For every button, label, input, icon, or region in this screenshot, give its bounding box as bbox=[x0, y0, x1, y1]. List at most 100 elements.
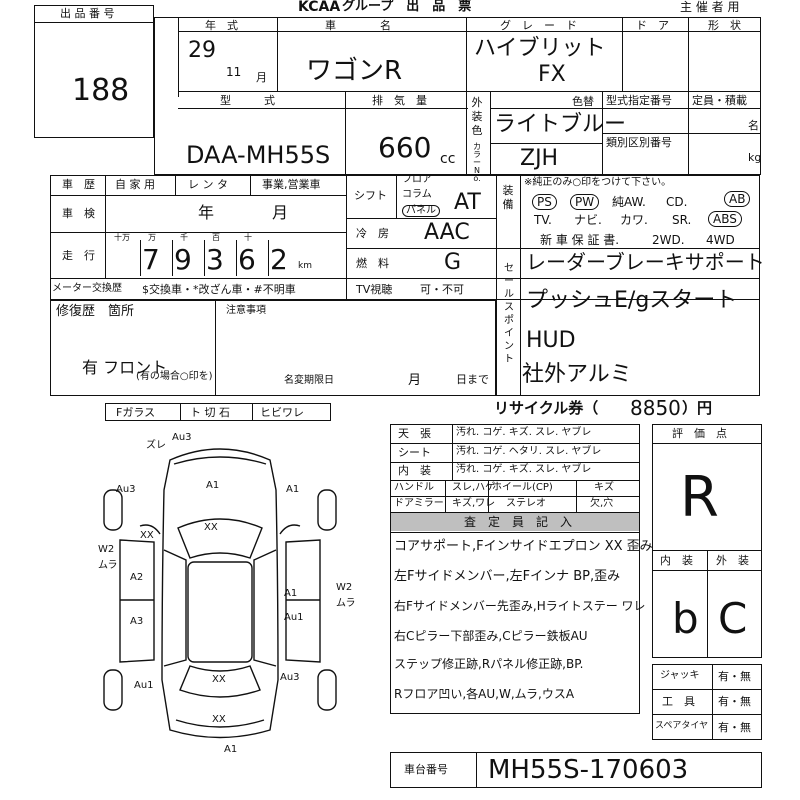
kcaa-logo: KCAA bbox=[298, 0, 341, 15]
inspector-line-2: 左Fサイドメンバー,左Fインナ BP,歪み bbox=[394, 569, 621, 584]
seat-label: シート bbox=[398, 446, 431, 459]
inspection-month: 月 bbox=[272, 203, 289, 222]
inspection-label: 車 検 bbox=[62, 207, 95, 220]
diagram-mark-a1-side: A1 bbox=[284, 588, 297, 599]
history-own[interactable]: 自 家 用 bbox=[115, 178, 155, 191]
sales-line-3: HUD bbox=[526, 328, 576, 353]
mileage-unit-10: 十 bbox=[244, 233, 252, 242]
equip-abs[interactable]: ABS bbox=[708, 211, 742, 227]
handle-options: スレ,ハゲ bbox=[452, 482, 496, 493]
mileage-unit-100: 百 bbox=[212, 233, 220, 242]
repair-handwritten: 有 フロント bbox=[82, 358, 168, 377]
sales-point-box bbox=[496, 248, 760, 396]
grade-value: ハイブリット bbox=[474, 36, 606, 61]
tv-label: TV視聴 bbox=[356, 283, 393, 296]
chassis-label: 車台番号 bbox=[404, 763, 448, 776]
year-value: 29 bbox=[188, 38, 216, 63]
diagram-mark-mura-right: ムラ bbox=[336, 597, 356, 609]
repair-label: 修復歴 箇所 bbox=[56, 304, 135, 319]
year-label: 年 式 bbox=[205, 19, 238, 32]
spare-tire-label: スペアタイヤ bbox=[655, 721, 709, 731]
history-business[interactable]: 事業,営業車 bbox=[262, 178, 321, 191]
tools-box bbox=[652, 664, 762, 740]
equipment-note: ※純正のみ○印をつけて下さい。 bbox=[524, 177, 672, 188]
inspector-line-6: Rフロア凹い,各AU,W,ムラ,ウスA bbox=[394, 687, 575, 701]
equip-pw[interactable]: PW bbox=[570, 194, 600, 210]
color-swap-label: 色替 bbox=[572, 95, 594, 108]
interior-box bbox=[390, 424, 640, 714]
diagram-mark-a1-right: A1 bbox=[286, 484, 299, 495]
inspection-year: 年 bbox=[198, 203, 215, 222]
sales-line-1: レーダーブレーキサポート bbox=[526, 250, 765, 274]
equip-4wd[interactable]: 4WD bbox=[706, 233, 735, 247]
lot-number: 188 bbox=[72, 73, 130, 108]
diagram-mark-au1-side: Au1 bbox=[284, 612, 304, 623]
displacement-value: 660 bbox=[378, 131, 432, 164]
mileage-digit-4: 6 bbox=[238, 243, 256, 276]
displacement-label: 排 気 量 bbox=[372, 94, 427, 107]
inspector-line-1: コアサポート,Fインサイドエプロン XX 歪み bbox=[394, 539, 653, 554]
score-label: 評 価 点 bbox=[672, 427, 727, 440]
deadline-day: 日まで bbox=[456, 373, 489, 386]
header-subtitle: グループ 出 品 票 bbox=[342, 0, 472, 14]
equip-navi[interactable]: ナビ. bbox=[574, 213, 602, 227]
capacity-unit-kg: kg bbox=[748, 151, 762, 164]
inspector-label: 査 定 員 記 入 bbox=[464, 515, 573, 529]
mileage-digit-2: 9 bbox=[174, 243, 192, 276]
diagram-mark-w2-right: W2 bbox=[336, 582, 352, 593]
diagram-mark-a1-top: A1 bbox=[206, 480, 219, 491]
top-info-box bbox=[154, 17, 761, 175]
equip-warranty[interactable]: 新 車 保 証 書. bbox=[540, 233, 620, 247]
equip-sr[interactable]: SR. bbox=[672, 213, 692, 227]
capacity-label: 定員・積載 bbox=[692, 94, 747, 107]
color-value: ライトブルー bbox=[494, 112, 627, 137]
meter-note: $交換車・*改ざん車・#不明車 bbox=[142, 283, 296, 296]
glass-box bbox=[105, 403, 331, 421]
interior-score-value: b bbox=[672, 594, 699, 643]
shift-label: シフト bbox=[354, 189, 387, 202]
chassis-value: MH55S-170603 bbox=[488, 755, 689, 785]
equip-2wd[interactable]: 2WD. bbox=[652, 233, 685, 247]
recycle-unit: ）円 bbox=[682, 399, 713, 417]
recycle-value: 8850 bbox=[630, 396, 681, 420]
equip-leather[interactable]: カワ. bbox=[620, 213, 648, 227]
tool-label: 工 具 bbox=[662, 695, 695, 708]
history-label: 車 歴 bbox=[62, 178, 95, 191]
capacity-unit-persons: 名 bbox=[748, 119, 759, 132]
type-designation-label: 型式指定番号 bbox=[606, 94, 672, 107]
inspector-line-3: 右Fサイドメンバー先歪み,Hライトステー ワレ bbox=[394, 599, 646, 613]
diagram-mark-a1-bottom: A1 bbox=[224, 744, 237, 755]
ac-label: 冷 房 bbox=[356, 227, 389, 240]
vehicle-info-box bbox=[50, 175, 760, 300]
stereo-options: 欠,穴 bbox=[590, 498, 614, 509]
type-value: DAA-MH55S bbox=[186, 141, 331, 169]
month-label: 月 bbox=[256, 71, 267, 84]
mileage-label: 走 行 bbox=[62, 249, 95, 262]
sales-point-label: セールスポイント bbox=[504, 263, 514, 365]
seat-options: 汚れ. コゲ. ヘタリ. スレ. ヤブレ bbox=[456, 446, 602, 457]
glass-front: Fガラス bbox=[116, 406, 156, 419]
mileage-unit-10k: 万 bbox=[148, 233, 156, 242]
diagram-mark-au3-left: Au3 bbox=[116, 484, 136, 495]
interior-score-label: 内 装 bbox=[660, 554, 693, 567]
interior-label: 内 装 bbox=[398, 464, 431, 477]
history-rental[interactable]: レ ン タ bbox=[188, 178, 228, 191]
equip-ab[interactable]: AB bbox=[724, 191, 751, 207]
meter-change-label: メーター交換歴 bbox=[52, 283, 122, 294]
equip-aw[interactable]: 純AW. bbox=[612, 195, 646, 209]
diagram-mark-w2-left: W2 bbox=[98, 544, 114, 555]
ac-value: AAC bbox=[424, 220, 470, 245]
spare-tire-options: 有・無 bbox=[718, 721, 751, 734]
model-value: ワゴンR bbox=[306, 56, 403, 86]
jack-options: 有・無 bbox=[718, 670, 751, 683]
score-value: R bbox=[680, 465, 719, 530]
tool-options: 有・無 bbox=[718, 695, 751, 708]
mileage-unit-100k: 十万 bbox=[114, 233, 130, 242]
equip-tv[interactable]: TV. bbox=[534, 213, 552, 227]
wheel-label: ホイール(CP) bbox=[492, 482, 553, 493]
equip-cd[interactable]: CD. bbox=[666, 195, 688, 209]
month-value: 11 bbox=[226, 65, 242, 79]
shift-floor: フロア bbox=[402, 174, 432, 185]
diagram-mark-xx-front: XX bbox=[204, 522, 218, 533]
equip-ps[interactable]: PS bbox=[532, 194, 557, 210]
